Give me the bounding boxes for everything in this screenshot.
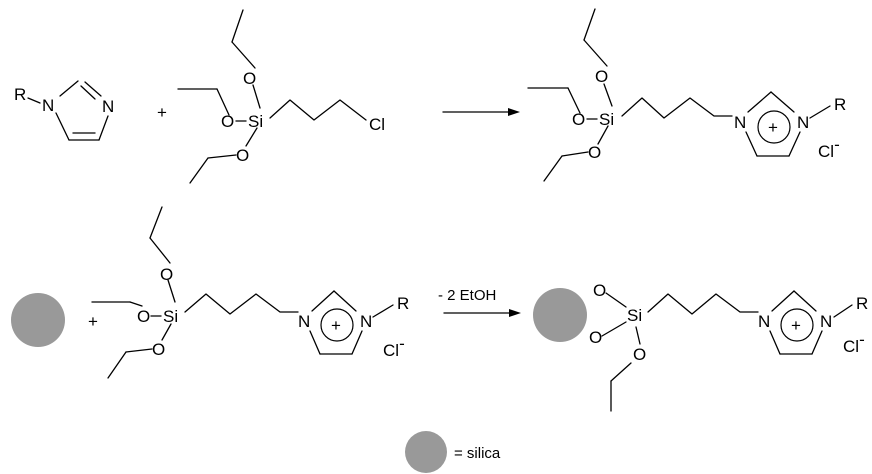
atom-O: O [137, 307, 150, 326]
atom-Si: Si [248, 112, 263, 131]
silica-particle [405, 431, 447, 473]
atom-R: R [397, 294, 409, 313]
positive-charge: + [791, 316, 801, 335]
atom-Si: Si [163, 307, 178, 326]
atom-O: O [633, 345, 646, 364]
reaction-arrow [442, 108, 520, 116]
atom-O: O [595, 67, 608, 86]
silica-grafted-imidazolium-product: O O Si O N + N R Cl- [533, 281, 868, 412]
positive-charge: + [331, 316, 341, 335]
atom-O: O [221, 112, 234, 131]
chloride-counterion: Cl- [843, 330, 865, 356]
atom-O: O [589, 328, 602, 347]
silica-particle [533, 288, 587, 342]
atom-R: R [856, 294, 868, 313]
reaction-arrow-condensation: - 2 EtOH [438, 287, 521, 317]
chloride-counterion: Cl- [383, 334, 405, 360]
reaction-condition: - 2 EtOH [438, 287, 496, 304]
atom-N: N [758, 312, 770, 331]
imidazole-reactant: R N N [14, 80, 114, 141]
atom-R: R [834, 95, 846, 114]
atom-O: O [243, 69, 256, 88]
plus-sign: + [88, 312, 98, 331]
atom-O: O [593, 281, 606, 300]
atom-Cl: Cl [369, 115, 385, 134]
legend-label: = silica [454, 445, 501, 462]
atom-N: N [102, 97, 114, 116]
silica-particle [11, 293, 65, 347]
atom-Si: Si [599, 110, 614, 129]
chloropropyl-silane-reactant: O Si O O Cl [177, 9, 385, 184]
imidazolium-silane-reactant: O Si O O N + N R Cl- [91, 206, 409, 379]
atom-N: N [734, 113, 746, 132]
chloride-counterion: Cl- [818, 135, 840, 161]
atom-N: N [797, 113, 809, 132]
atom-N: N [360, 312, 372, 331]
positive-charge: + [768, 118, 778, 137]
legend: = silica [405, 431, 501, 473]
atom-O: O [236, 146, 249, 165]
atom-R: R [14, 85, 26, 104]
plus-sign: + [157, 103, 167, 122]
atom-O: O [588, 143, 601, 162]
atom-N: N [820, 312, 832, 331]
atom-O: O [572, 110, 585, 129]
imidazolium-silane-product: O Si O O N + N R Cl- [527, 8, 846, 182]
atom-N: N [298, 312, 310, 331]
atom-O: O [160, 265, 173, 284]
atom-O: O [152, 340, 165, 359]
atom-Si: Si [627, 306, 642, 325]
atom-N: N [42, 96, 54, 115]
